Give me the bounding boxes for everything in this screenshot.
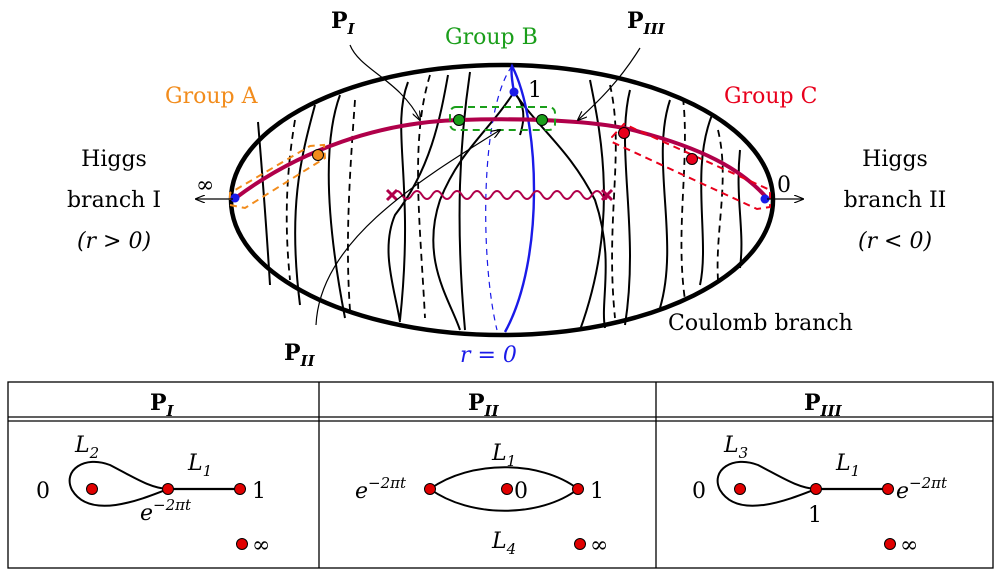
branch-cross-left [385, 188, 399, 202]
higgs-left-label: Higgs branch I (r > 0) [67, 147, 161, 254]
svg-text:L1: L1 [835, 451, 860, 480]
ellipse-region [228, 62, 776, 338]
r-zero-label: r = 0 [460, 343, 517, 368]
p-one-label: PI [331, 8, 356, 38]
svg-text:branch I: branch I [67, 188, 161, 213]
svg-text:(r > 0): (r > 0) [77, 229, 151, 254]
svg-text:0: 0 [692, 479, 706, 504]
svg-text:∞: ∞ [252, 533, 270, 558]
p-two-label: PII [284, 340, 316, 370]
svg-text:e−2πt: e−2πt [896, 474, 948, 504]
point-infinity-label: ∞ [196, 173, 214, 198]
svg-text:0: 0 [514, 479, 528, 504]
svg-text:∞: ∞ [590, 533, 608, 558]
svg-text:1: 1 [590, 479, 604, 504]
group-a-label: Group A [165, 84, 259, 109]
moduli-ellipse [228, 62, 776, 338]
table [7, 381, 994, 569]
svg-text:1: 1 [252, 479, 266, 504]
dashed-fibers [285, 74, 724, 319]
svg-text:e−2πt: e−2πt [140, 496, 192, 526]
svg-text:branch II: branch II [844, 188, 947, 213]
curve-label-l2: L2 [74, 433, 99, 462]
svg-text:Higgs: Higgs [862, 147, 928, 172]
coulomb-branch-label: Coulomb branch [668, 311, 853, 336]
point-zero-dot [760, 194, 770, 204]
group-a-dot [312, 149, 324, 161]
group-a-box [229, 143, 327, 210]
group-c-label: Group C [724, 84, 817, 109]
wavy-line [391, 190, 608, 200]
svg-text:L4: L4 [491, 529, 516, 558]
group-c-dot-2 [686, 153, 698, 165]
point-infinity-dot [230, 193, 240, 203]
point-one-dot [509, 87, 519, 97]
table-header-p-three: PIII [804, 390, 843, 420]
svg-text:0: 0 [36, 479, 50, 504]
point-one-label: 1 [528, 78, 542, 103]
svg-text:L3: L3 [723, 433, 748, 462]
cell-p-two: 0 1 ∞ L1 L4 e−2πt [355, 441, 608, 558]
table-header-p-two: PII [468, 390, 500, 420]
higgs-right-label: Higgs branch II (r < 0) [844, 147, 947, 254]
solid-fibers [257, 71, 743, 331]
svg-text:(r < 0): (r < 0) [858, 229, 932, 254]
svg-text:e−2πt: e−2πt [355, 474, 407, 504]
pointer-arrows [196, 44, 803, 326]
r-zero-curve [485, 63, 536, 333]
group-b-label: Group B [445, 25, 538, 50]
svg-text:∞: ∞ [900, 533, 918, 558]
branch-cross-right [600, 188, 614, 202]
group-b-dot-right [536, 114, 548, 126]
table-header-p-one: PI [150, 390, 175, 420]
group-c-box [611, 122, 771, 211]
group-b-dot-left [453, 114, 465, 126]
group-b-box [449, 106, 556, 131]
curve-label-l1: L1 [187, 451, 212, 480]
p-three-label: PIII [627, 8, 666, 38]
cell-p-three: 0 1 ∞ L3 L1 e−2πt [692, 433, 948, 558]
point-zero-label: 0 [777, 173, 791, 198]
cell-p-one: 0 1 ∞ L2 L1 e−2πt [36, 433, 270, 558]
svg-text:Higgs: Higgs [81, 147, 147, 172]
svg-text:L1: L1 [491, 441, 516, 470]
svg-text:1: 1 [808, 503, 822, 528]
group-c-dot-1 [618, 127, 630, 139]
